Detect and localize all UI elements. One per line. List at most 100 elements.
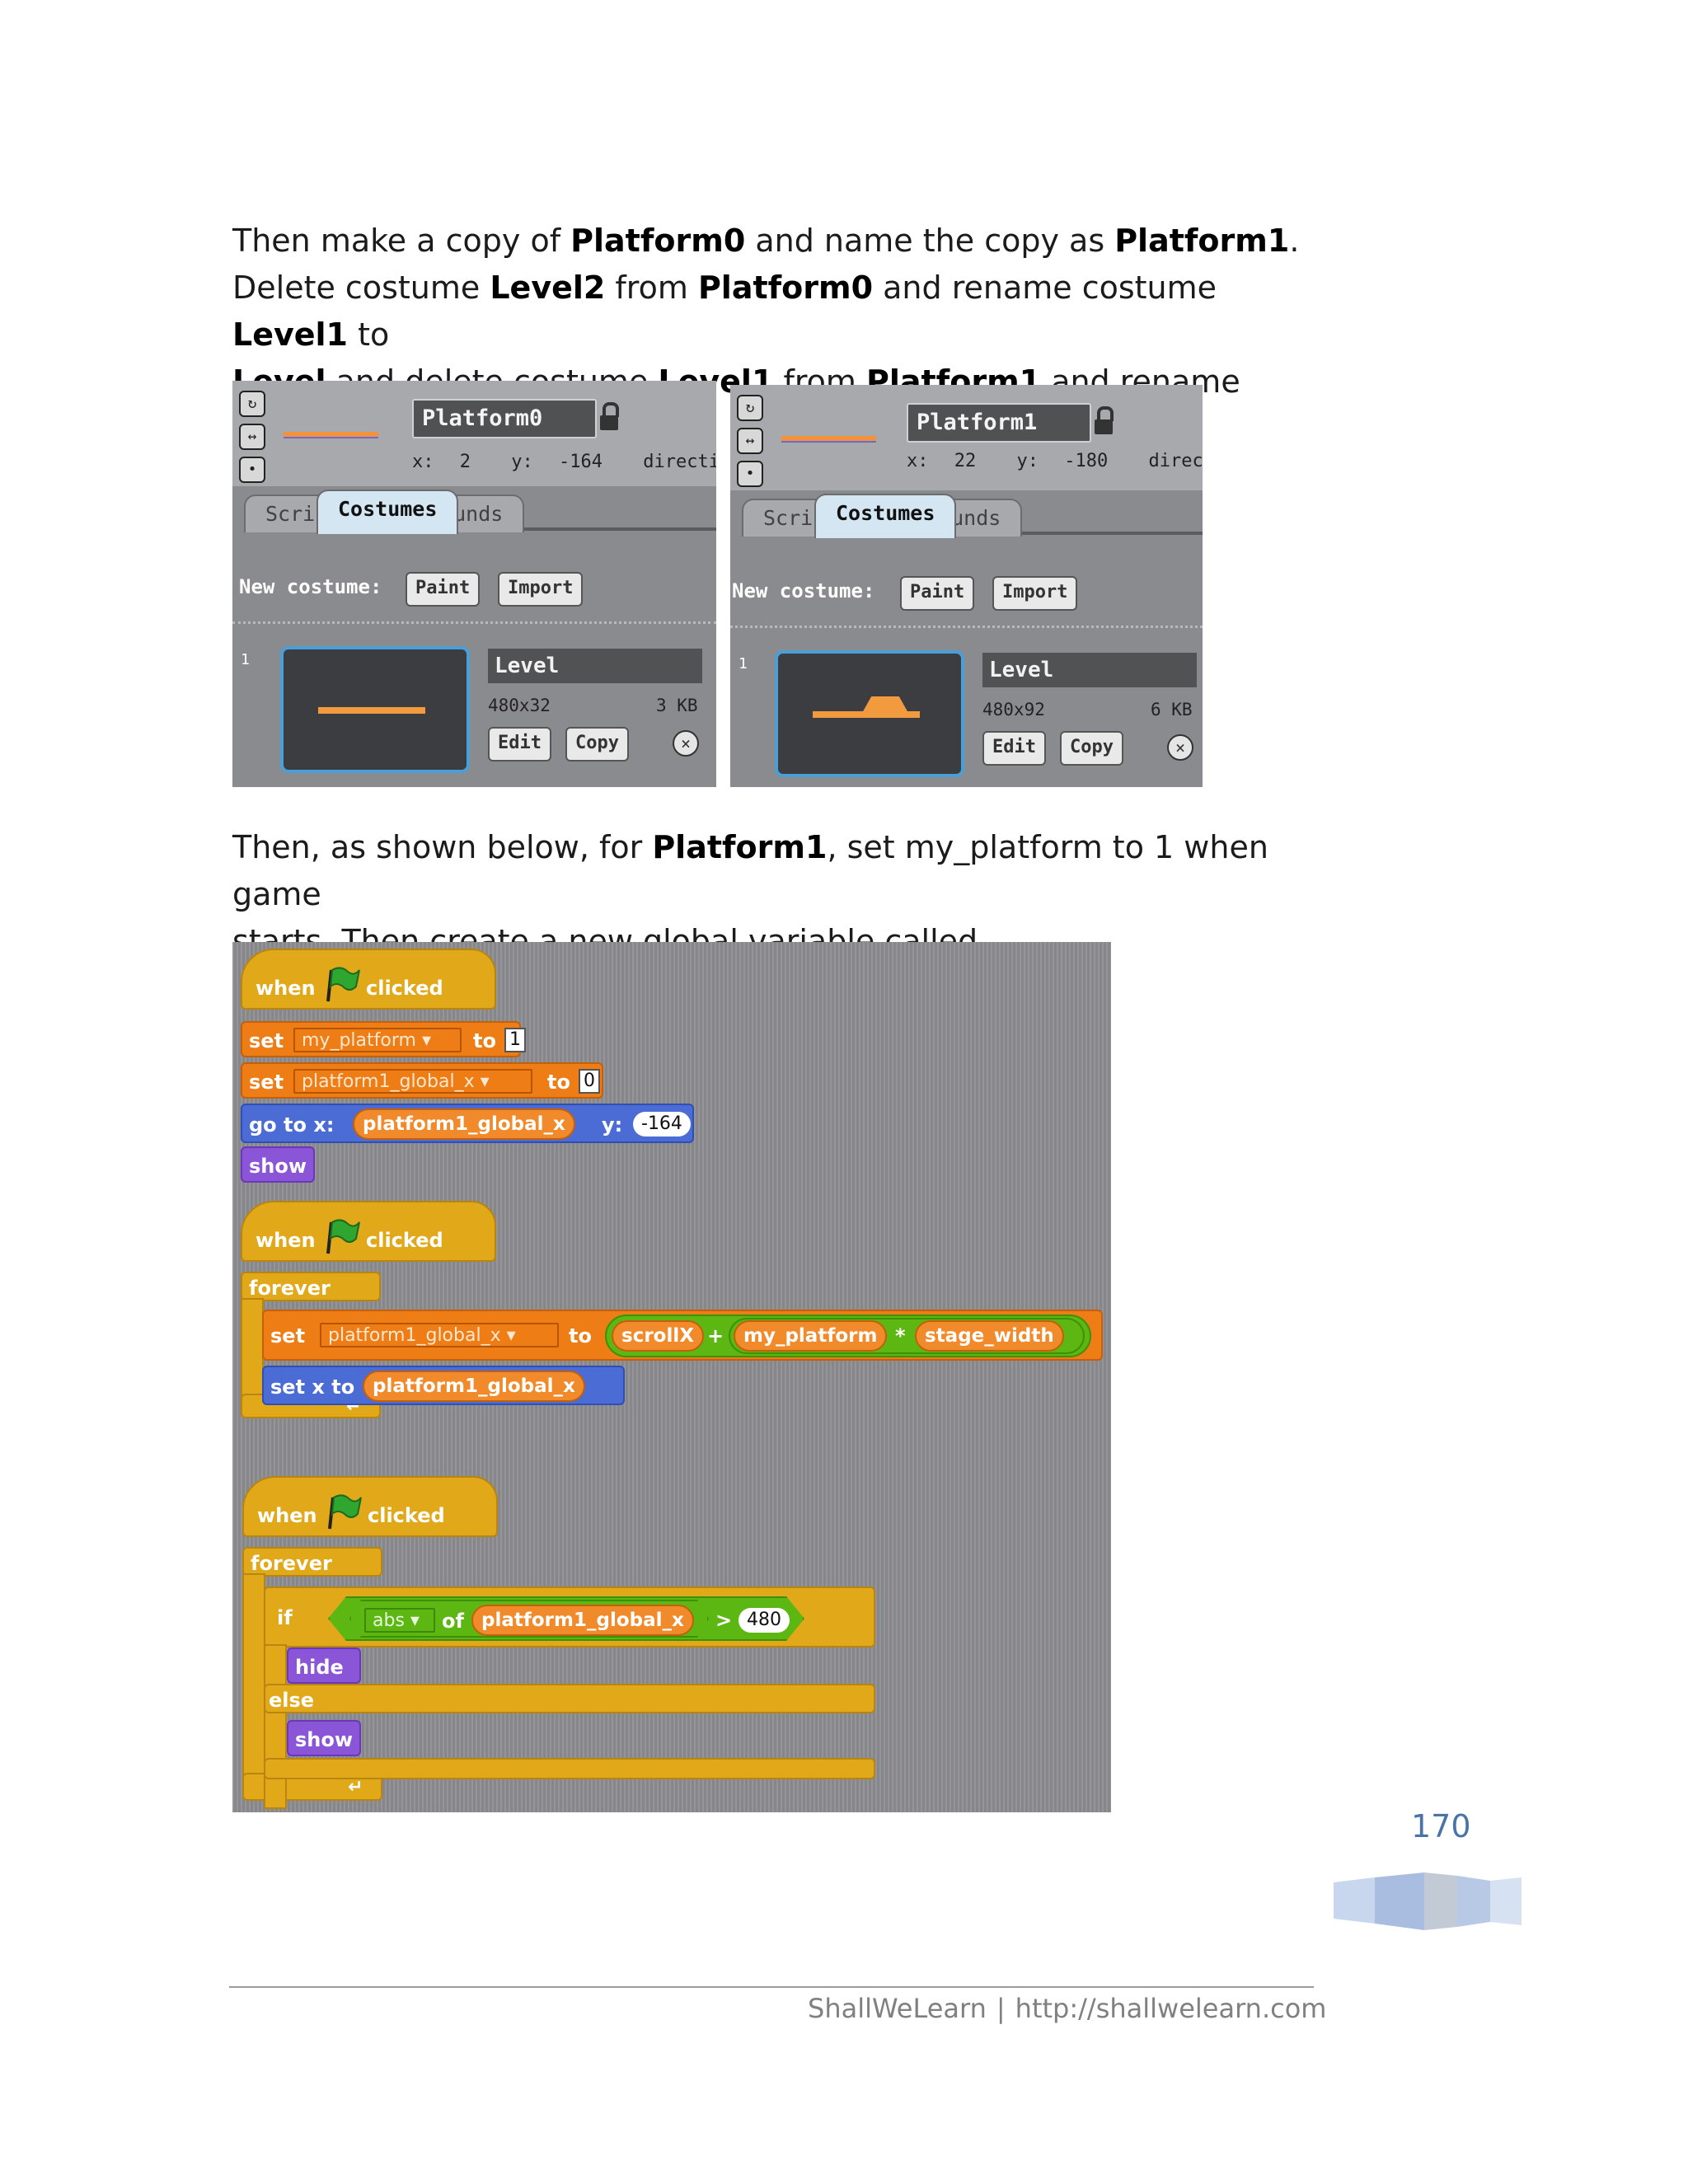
flip-icon[interactable]: ↔ — [239, 424, 265, 450]
tab-costumes[interactable]: Costumes — [316, 490, 459, 534]
if-else-block[interactable]: if abs ▾ of platform1_global_x > 480 — [264, 1586, 875, 1647]
sprite-name-field[interactable]: Platform0 — [412, 399, 597, 438]
set-label: set — [249, 1029, 284, 1052]
set-my-platform-block[interactable]: set my_platform ▾ to 1 — [241, 1021, 526, 1057]
tab-costumes[interactable]: Costumes — [814, 494, 957, 538]
set-x-to-block[interactable]: set x to platform1_global_x — [262, 1366, 625, 1405]
rotation-style-buttons: ↻ ↔ • — [239, 391, 265, 490]
when-flag-clicked-hat[interactable]: when clicked — [241, 949, 496, 1010]
addition-operator[interactable]: scrollX + my_platform * stage_width — [605, 1315, 1091, 1357]
paint-button[interactable]: Paint — [406, 572, 481, 607]
import-button[interactable]: Import — [498, 572, 584, 607]
when-flag-clicked-hat[interactable]: when clicked — [241, 1201, 496, 1262]
delete-costume-icon[interactable]: × — [673, 730, 699, 757]
divider — [730, 626, 1203, 628]
value-input[interactable]: 1 — [504, 1028, 526, 1052]
lock-icon[interactable] — [1095, 406, 1114, 436]
rotate-icon[interactable]: ↻ — [737, 395, 763, 421]
no-rotate-icon[interactable]: • — [239, 457, 265, 483]
variable-dropdown[interactable]: platform1_global_x ▾ — [293, 1069, 532, 1094]
sprite-header: ↻ ↔ • Platform1 x: 22 y: -180 direction:… — [730, 385, 1203, 490]
set-label: set — [249, 1071, 284, 1094]
when-flag-clicked-hat[interactable]: when clicked — [242, 1476, 498, 1537]
costume-thumbnail[interactable] — [280, 646, 470, 773]
costume-name-field[interactable]: Level — [488, 649, 702, 683]
value-input[interactable]: 480 — [738, 1608, 790, 1633]
sprite-coordinates: x: 2 y: -164 direction: 90 — [412, 452, 716, 472]
costume-thumbnail[interactable] — [775, 650, 964, 777]
variable-reporter[interactable]: platform1_global_x — [363, 1371, 585, 1402]
hide-block[interactable]: hide — [287, 1647, 361, 1684]
edit-costume-button[interactable]: Edit — [488, 727, 551, 762]
variable-reporter[interactable]: platform1_global_x — [353, 1108, 575, 1140]
text-run: and name the copy as — [745, 223, 1115, 259]
costume-name-field[interactable]: Level — [982, 653, 1197, 687]
show-block[interactable]: show — [241, 1146, 315, 1183]
set-x-to-label: set x to — [270, 1376, 355, 1399]
flip-icon[interactable]: ↔ — [737, 428, 763, 454]
sprite-panel-platform1: ↻ ↔ • Platform1 x: 22 y: -180 direction:… — [730, 385, 1203, 787]
show-block[interactable]: show — [287, 1720, 361, 1756]
x-label: x: — [412, 452, 434, 472]
clicked-label: clicked — [366, 1229, 443, 1252]
of-label: of — [442, 1610, 464, 1633]
stage-width-reporter[interactable]: stage_width — [915, 1320, 1064, 1352]
greater-than-operator[interactable]: abs ▾ of platform1_global_x > 480 — [328, 1596, 804, 1641]
sprite-coordinates: x: 22 y: -180 direction: 90 — [907, 451, 1203, 471]
sprite-header: ↻ ↔ • Platform0 x: 2 y: -164 direction: … — [232, 381, 716, 486]
bold-term: Platform0 — [697, 269, 874, 306]
set-platform1-global-x-block[interactable]: set platform1_global_x ▾ to 0 — [241, 1062, 603, 1099]
sprite-thumbnail — [781, 436, 876, 443]
sprite-name-field[interactable]: Platform1 — [907, 403, 1091, 443]
footer-url[interactable]: http://shallwelearn.com — [1015, 1993, 1327, 2024]
x-value: 2 — [459, 452, 471, 472]
platform1-global-x-label: platform1_global_x — [302, 1071, 475, 1092]
divider — [232, 621, 716, 624]
scripts-area: when clicked set my_platform ▾ to 1 set … — [232, 942, 1111, 1812]
copy-costume-button[interactable]: Copy — [1060, 731, 1123, 766]
paint-button[interactable]: Paint — [900, 576, 975, 611]
scrollx-reporter[interactable]: scrollX — [612, 1320, 704, 1352]
bold-term: Platform1 — [652, 829, 828, 865]
forever-block[interactable]: forever — [242, 1547, 382, 1577]
text-run: Then, as shown below, for — [232, 829, 653, 865]
function-dropdown[interactable]: abs ▾ — [364, 1608, 435, 1633]
abs-of-operator[interactable]: abs ▾ of platform1_global_x — [349, 1600, 709, 1638]
new-costume-label: New costume: — [732, 579, 875, 602]
delete-costume-icon[interactable]: × — [1167, 734, 1193, 761]
clicked-label: clicked — [366, 977, 443, 1000]
text-run: Delete costume — [232, 269, 490, 306]
footer-rule — [229, 1986, 1314, 1988]
value-input[interactable]: 0 — [579, 1069, 600, 1094]
lock-icon[interactable] — [600, 402, 619, 432]
if-label: if — [277, 1606, 293, 1629]
show-label: show — [249, 1155, 307, 1178]
rotate-icon[interactable]: ↻ — [239, 391, 265, 417]
sprite-tabs: Scripts Costumes Sounds — [244, 486, 716, 534]
plus-operator: + — [707, 1324, 724, 1347]
edit-costume-button[interactable]: Edit — [982, 731, 1046, 766]
copy-costume-button[interactable]: Copy — [565, 727, 629, 762]
forever-block[interactable]: forever — [241, 1272, 381, 1301]
bold-term: Level2 — [490, 269, 606, 306]
go-to-xy-block[interactable]: go to x: platform1_global_x y: -164 — [241, 1104, 694, 1143]
greater-than-label: > — [715, 1609, 733, 1632]
variable-dropdown[interactable]: platform1_global_x ▾ — [320, 1323, 559, 1347]
set-platform1-global-x-expression-block[interactable]: set platform1_global_x ▾ to scrollX + my… — [262, 1310, 1103, 1361]
import-button[interactable]: Import — [992, 576, 1078, 611]
variable-dropdown[interactable]: my_platform ▾ — [293, 1028, 462, 1052]
rotation-style-buttons: ↻ ↔ • — [737, 395, 763, 494]
direction-label: direction: — [1148, 451, 1203, 471]
variable-reporter[interactable]: platform1_global_x — [471, 1605, 694, 1636]
multiplication-operator[interactable]: my_platform * stage_width — [729, 1318, 1085, 1354]
costume-dimensions: 480x32 — [488, 696, 551, 715]
show-label: show — [295, 1728, 354, 1751]
sprite-thumbnail — [284, 432, 378, 438]
y-label: y: — [602, 1113, 623, 1137]
no-rotate-icon[interactable]: • — [737, 461, 763, 487]
else-label: else — [269, 1689, 315, 1712]
direction-label: direction: — [643, 452, 716, 472]
chevron-down-icon: ▾ — [410, 1610, 420, 1631]
my-platform-reporter[interactable]: my_platform — [734, 1320, 888, 1352]
y-value-input[interactable]: -164 — [633, 1112, 691, 1137]
